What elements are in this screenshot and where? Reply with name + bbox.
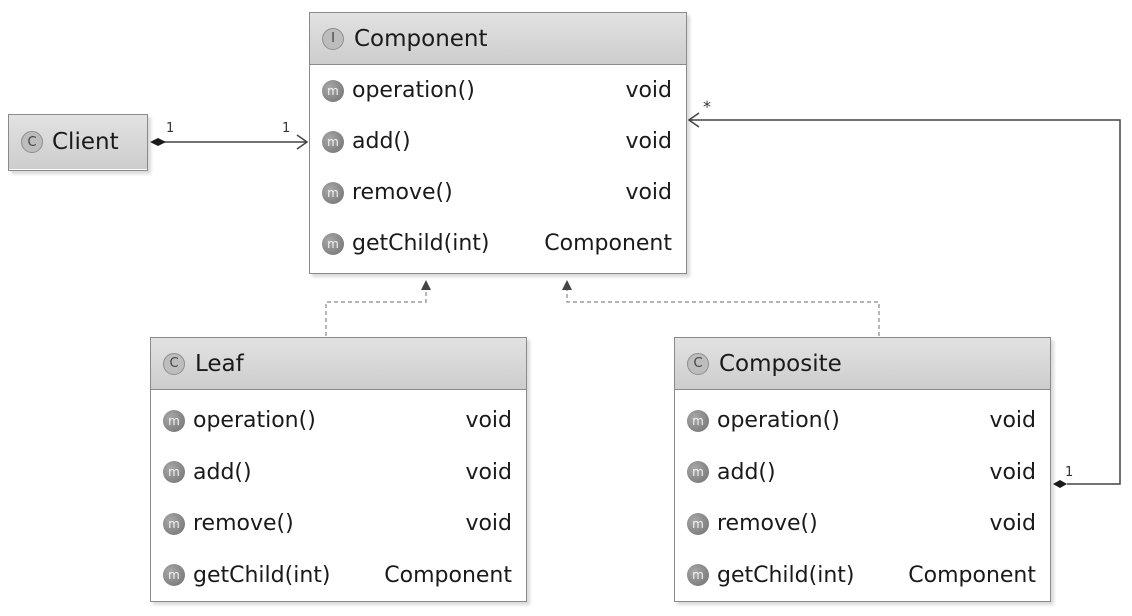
method-name: remove() — [717, 511, 818, 537]
method-return-type: void — [989, 511, 1036, 537]
method-row[interactable]: m add() void — [310, 116, 686, 167]
method-return-type: void — [465, 459, 512, 485]
method-row[interactable]: m getChild(int) Component — [310, 218, 686, 269]
class-name: Client — [52, 129, 119, 155]
method-row[interactable]: m operation() void — [310, 65, 686, 116]
class-name: Composite — [719, 350, 842, 377]
method-name: remove() — [193, 511, 294, 537]
method-return-type: void — [465, 511, 512, 537]
leaf-class[interactable]: C Leaf m operation() void m add() void m… — [150, 337, 527, 602]
method-icon: m — [322, 79, 344, 102]
method-name: operation() — [352, 78, 475, 103]
method-row[interactable]: m remove() void — [310, 167, 686, 218]
method-name: getChild(int) — [717, 562, 855, 588]
method-list: m operation() void m add() void m remove… — [151, 390, 526, 601]
method-row[interactable]: m getChild(int) Component — [675, 550, 1050, 602]
client-header: C Client — [9, 115, 147, 169]
class-kind-icon: C — [163, 352, 185, 375]
method-name: add() — [193, 459, 252, 485]
composite-realization — [562, 280, 880, 336]
navigation-arrowhead — [687, 112, 700, 128]
method-return-type: void — [625, 78, 672, 103]
method-icon: m — [687, 461, 709, 484]
client-component-association: 1 1 — [150, 121, 309, 150]
method-icon: m — [163, 461, 185, 484]
method-icon: m — [322, 232, 344, 255]
method-return-type: void — [625, 180, 672, 205]
composition-diamond — [150, 138, 166, 146]
method-row[interactable]: m remove() void — [675, 498, 1050, 550]
method-row[interactable]: m getChild(int) Component — [151, 550, 526, 602]
method-name: getChild(int) — [193, 562, 331, 588]
method-list: m operation() void m add() void m remove… — [310, 65, 686, 269]
method-icon: m — [687, 512, 709, 535]
realization-line — [566, 288, 880, 336]
method-return-type: void — [989, 408, 1036, 434]
method-icon: m — [322, 130, 344, 153]
method-row[interactable]: m operation() void — [151, 395, 526, 447]
class-kind-icon: C — [687, 352, 709, 375]
composite-header: C Composite — [675, 338, 1050, 390]
realization-arrowhead — [562, 280, 572, 290]
realization-arrowhead — [421, 280, 431, 290]
leaf-header: C Leaf — [151, 338, 526, 390]
method-return-type: Component — [544, 231, 672, 256]
client-class[interactable]: C Client — [8, 114, 148, 171]
method-row[interactable]: m remove() void — [151, 498, 526, 550]
children-multiplicity: * — [703, 97, 711, 116]
interface-kind-icon: I — [322, 27, 344, 50]
method-name: add() — [717, 459, 776, 485]
method-name: add() — [352, 129, 411, 154]
class-kind-icon: C — [21, 131, 43, 153]
method-return-type: void — [625, 129, 672, 154]
component-multiplicity: 1 — [282, 121, 290, 136]
class-name: Leaf — [195, 350, 244, 377]
component-header: I Component — [310, 13, 686, 65]
class-name: Component — [354, 25, 488, 52]
component-interface[interactable]: I Component m operation() void m add() v… — [309, 12, 687, 274]
navigation-arrowhead — [296, 134, 309, 150]
method-list: m operation() void m add() void m remove… — [675, 390, 1050, 601]
method-icon: m — [687, 564, 709, 587]
method-icon: m — [163, 512, 185, 535]
method-icon: m — [322, 181, 344, 204]
composite-class[interactable]: C Composite m operation() void m add() v… — [674, 337, 1051, 602]
method-row[interactable]: m operation() void — [675, 395, 1050, 447]
client-multiplicity: 1 — [166, 121, 174, 136]
method-name: getChild(int) — [352, 231, 490, 256]
composite-multiplicity: 1 — [1065, 465, 1073, 480]
leaf-realization — [325, 280, 431, 336]
composition-diamond — [1053, 480, 1067, 488]
method-icon: m — [163, 409, 185, 432]
method-row[interactable]: m add() void — [151, 447, 526, 499]
method-icon: m — [687, 409, 709, 432]
method-name: operation() — [717, 408, 840, 434]
realization-line — [325, 288, 427, 336]
method-return-type: Component — [384, 562, 512, 588]
method-return-type: Component — [908, 562, 1036, 588]
method-row[interactable]: m add() void — [675, 447, 1050, 499]
method-icon: m — [163, 564, 185, 587]
method-name: operation() — [193, 408, 316, 434]
method-name: remove() — [352, 180, 453, 205]
method-return-type: void — [465, 408, 512, 434]
method-return-type: void — [989, 459, 1036, 485]
